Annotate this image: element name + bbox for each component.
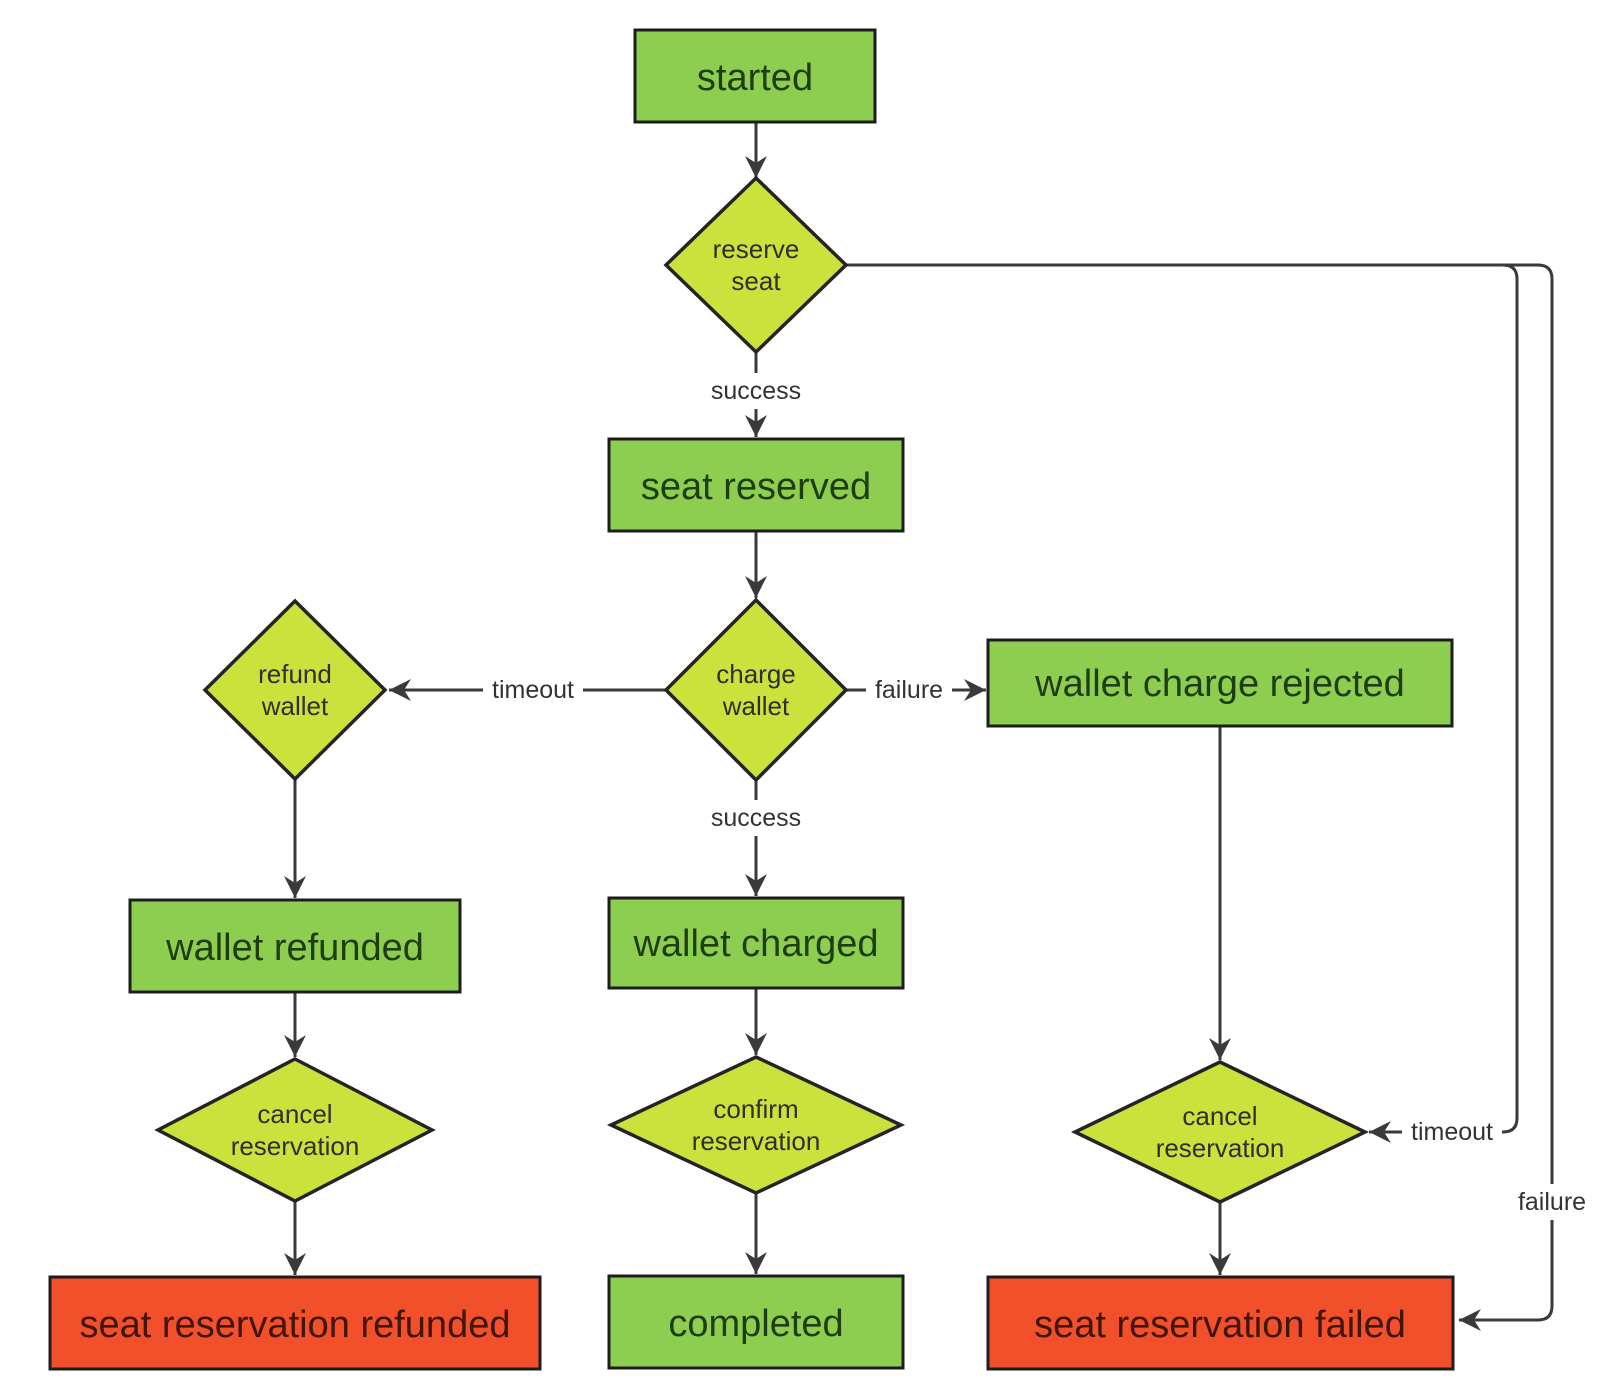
node-seat-reserved-shape (607, 437, 905, 533)
node-seat-reservation-refunded: seat reservation refunded (48, 1275, 542, 1371)
node-reserve-seat-shape (663, 175, 849, 355)
node-confirm-reservation: confirm reservation (606, 1055, 906, 1195)
edge-label-bg (866, 672, 952, 708)
node-wallet-charged: wallet charged (607, 896, 905, 990)
node-seat-reservation-failed: seat reservation failed (986, 1275, 1455, 1371)
node-charge-wallet-shape (663, 597, 849, 783)
node-seat-reservation-refunded-label: seat reservation refunded (80, 1304, 511, 1346)
edge-label-bg (483, 672, 583, 708)
node-cancel-reservation-left-label-line2: reservation (231, 1131, 360, 1161)
edge-label-reserve-timeout: timeout (1402, 1114, 1502, 1150)
edge-label-text: success (711, 377, 801, 405)
node-reserve-seat-label-line1: reserve (713, 234, 800, 264)
node-cancel-reservation-right-shape (1070, 1060, 1370, 1204)
node-charge-wallet: charge wallet (663, 597, 849, 783)
node-started-label: started (697, 57, 813, 99)
node-charge-wallet-label-line1: charge (716, 659, 796, 689)
node-wallet-charge-rejected-label: wallet charge rejected (1034, 663, 1405, 705)
edge-label-bg (1402, 1114, 1502, 1150)
node-cancel-reservation-left: cancel reservation (154, 1057, 436, 1203)
node-refund-wallet-label-line2: wallet (261, 691, 329, 721)
edge-label-text: success (711, 804, 801, 832)
edge-label-bg (702, 800, 810, 836)
edge-label-charge-failure: failure (866, 672, 952, 708)
node-completed: completed (607, 1274, 905, 1370)
edge-label-text: timeout (1411, 1118, 1493, 1146)
node-confirm-reservation-label-line1: confirm (713, 1094, 798, 1124)
node-seat-reservation-refunded-shape (48, 1275, 542, 1371)
node-seat-reserved: seat reserved (607, 437, 905, 533)
node-confirm-reservation-shape (606, 1055, 906, 1195)
node-wallet-charged-shape (607, 896, 905, 990)
node-wallet-charge-rejected-shape (986, 638, 1454, 728)
node-started: started (633, 28, 877, 124)
node-reserve-seat: reserve seat (663, 175, 849, 355)
node-cancel-reservation-right-label-line2: reservation (1156, 1133, 1285, 1163)
node-wallet-charged-label: wallet charged (632, 923, 878, 965)
edge-labels: success timeout failure success timeout … (483, 373, 1595, 1220)
node-wallet-charge-rejected: wallet charge rejected (986, 638, 1454, 728)
edge-label-charge-success: success (702, 800, 810, 836)
edges (284, 122, 1554, 1331)
node-refund-wallet-shape (202, 598, 388, 782)
edge-label-bg (1509, 1184, 1595, 1220)
node-seat-reservation-failed-shape (986, 1275, 1455, 1371)
edge-label-charge-timeout: timeout (483, 672, 583, 708)
node-cancel-reservation-right: cancel reservation (1070, 1060, 1370, 1204)
node-reserve-seat-label-line2: seat (731, 266, 781, 296)
node-completed-shape (607, 1274, 905, 1370)
edge-reserve-seat-failure (846, 263, 1554, 1331)
node-cancel-reservation-left-shape (154, 1057, 436, 1203)
node-refund-wallet: refund wallet (202, 598, 388, 782)
node-seat-reserved-label: seat reserved (641, 466, 871, 508)
edge-label-text: failure (1518, 1188, 1586, 1216)
node-wallet-refunded: wallet refunded (128, 898, 462, 994)
node-wallet-refunded-label: wallet refunded (165, 927, 424, 969)
edge-label-reserve-failure: failure (1509, 1184, 1595, 1220)
node-cancel-reservation-left-label-line1: cancel (257, 1099, 332, 1129)
node-wallet-refunded-shape (128, 898, 462, 994)
edge-label-text: timeout (492, 676, 574, 704)
edge-label-reserve-success: success (702, 373, 810, 409)
node-refund-wallet-label-line1: refund (258, 659, 332, 689)
node-started-shape (633, 28, 877, 124)
nodes: started reserve seat seat reserved charg… (48, 28, 1455, 1371)
node-completed-label: completed (668, 1303, 843, 1345)
edge-label-bg (702, 373, 810, 409)
node-confirm-reservation-label-line2: reservation (692, 1126, 821, 1156)
node-cancel-reservation-right-label-line1: cancel (1182, 1101, 1257, 1131)
node-seat-reservation-failed-label: seat reservation failed (1034, 1304, 1406, 1346)
edge-label-text: failure (875, 676, 943, 704)
node-charge-wallet-label-line2: wallet (722, 691, 790, 721)
